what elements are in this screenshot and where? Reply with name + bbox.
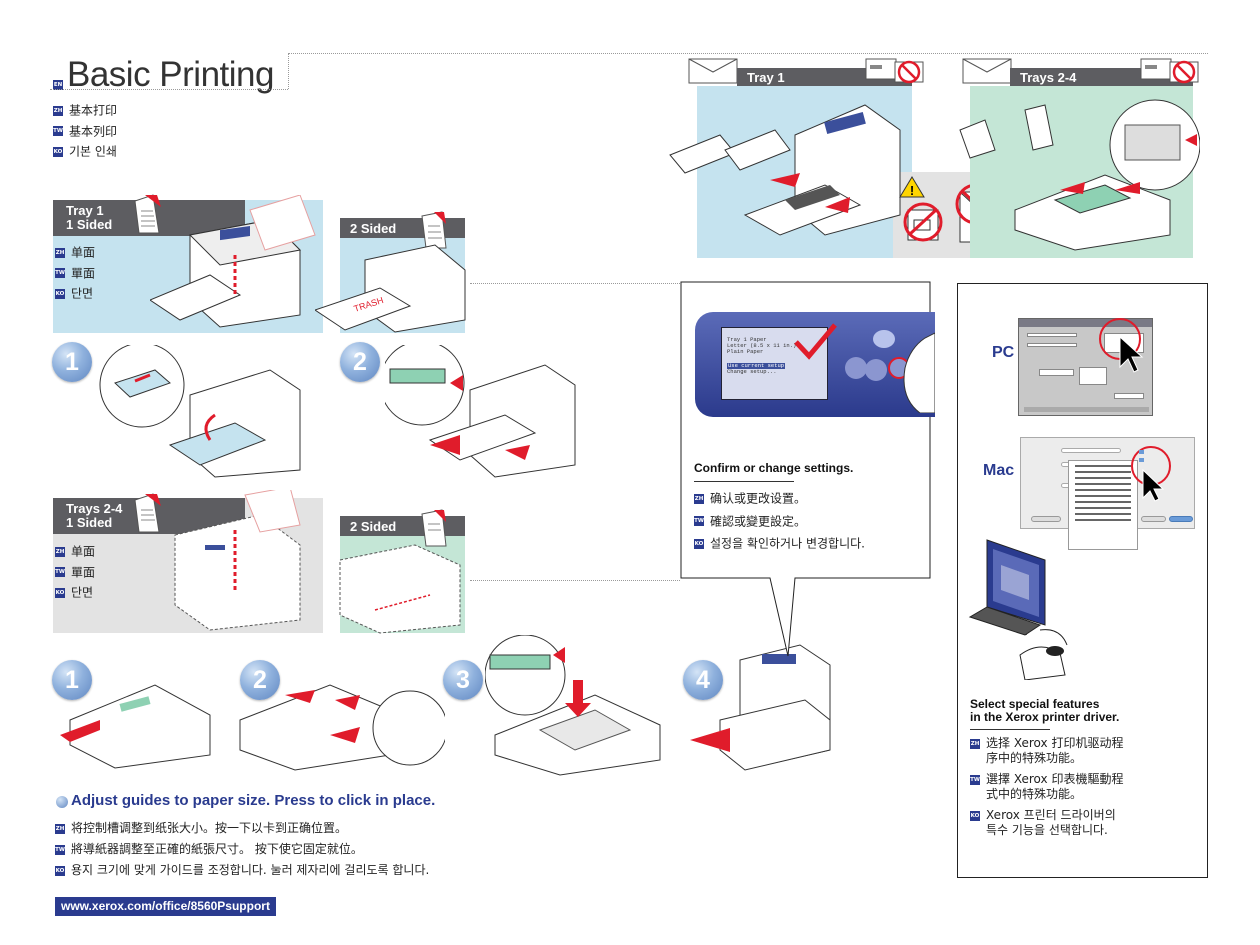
page-title: Basic Printing — [67, 55, 274, 94]
trays24-one-sided-paper-icon — [134, 493, 161, 533]
warning-triangle-icon: ! — [899, 176, 925, 198]
pointing-hand-icon — [903, 332, 935, 413]
envelope-trays24-no-window-icon — [1140, 58, 1199, 84]
driver-panel — [957, 283, 1208, 878]
back-button[interactable] — [865, 359, 887, 381]
mac-dropdown-list — [1068, 460, 1138, 550]
control-panel-heading: Confirm or change settings. — [694, 461, 854, 475]
tray1-divider — [470, 283, 680, 284]
trays24-step-1-badge: 1 — [52, 660, 92, 700]
support-url-link[interactable]: www.xerox.com/office/8560Psupport — [55, 897, 276, 916]
printer-tray1-two-sided-illustration: TRASH — [315, 244, 466, 333]
pc-highlight-circle — [1099, 318, 1144, 373]
checkmark-icon — [794, 323, 837, 360]
control-panel-device: Tray 1 Paper Letter (8.5 x 11 in.) Plain… — [695, 312, 935, 417]
up-arrow-button[interactable] — [873, 330, 895, 348]
trays24-divider — [470, 580, 680, 581]
trays24-step2-illustration — [239, 684, 445, 771]
trays24-step3-illustration — [485, 635, 661, 776]
control-panel-heading-rule — [694, 481, 794, 482]
tray1-step1-illustration — [99, 345, 301, 478]
envelope-tray1-illustration — [669, 104, 901, 236]
trays24-step4-illustration — [690, 644, 831, 771]
tray1-step2-illustration — [385, 345, 576, 478]
header-top-rule — [288, 53, 1208, 54]
pc-label: PC — [992, 344, 1015, 361]
trays24-two-sided-paper-icon — [421, 509, 447, 547]
tray1-step-1-badge: 1 — [52, 342, 92, 382]
trays24-step-2-badge: 2 — [240, 660, 280, 700]
driver-heading: Select special features in the Xerox pri… — [970, 697, 1120, 724]
menu-selected-item[interactable]: Use current setup — [727, 362, 786, 369]
one-sided-paper-icon — [134, 194, 161, 234]
envelope-icon — [688, 58, 738, 84]
header-divider — [50, 89, 288, 90]
printer-tray1-illustration — [150, 195, 316, 328]
computer-illustration — [968, 539, 1068, 680]
printer-trays24-illustration — [174, 490, 301, 631]
envelope-tray1-no-window-icon — [865, 58, 924, 84]
svg-text:!: ! — [910, 183, 914, 198]
lang-tag-en: EN — [53, 80, 63, 90]
adjust-bullet-icon — [56, 796, 68, 808]
two-sided-paper-icon — [421, 211, 447, 249]
pc-dialog-screenshot — [1018, 318, 1153, 416]
left-arrow-button[interactable] — [845, 357, 867, 379]
adjust-heading: Adjust guides to paper size. Press to cl… — [71, 792, 436, 809]
mac-highlight-circle — [1131, 446, 1171, 502]
trays24-step-4-badge: 4 — [683, 660, 723, 700]
control-panel-screen: Tray 1 Paper Letter (8.5 x 11 in.) Plain… — [721, 327, 828, 400]
mac-label: Mac — [983, 462, 1015, 479]
menu-change-item[interactable]: Change setup... — [727, 368, 777, 375]
printer-trays24-two-sided-illustration — [339, 544, 461, 634]
trays24-step1-illustration — [60, 684, 211, 769]
envelope-trays24-illustration — [959, 99, 1200, 251]
tray1-step-2-badge: 2 — [340, 342, 380, 382]
header-divider-v — [288, 53, 289, 89]
trays24-step-3-badge: 3 — [443, 660, 483, 700]
driver-heading-rule — [970, 729, 1050, 730]
header: EN Basic Printing — [50, 55, 295, 95]
envelope-trays24-icon — [962, 58, 1012, 84]
